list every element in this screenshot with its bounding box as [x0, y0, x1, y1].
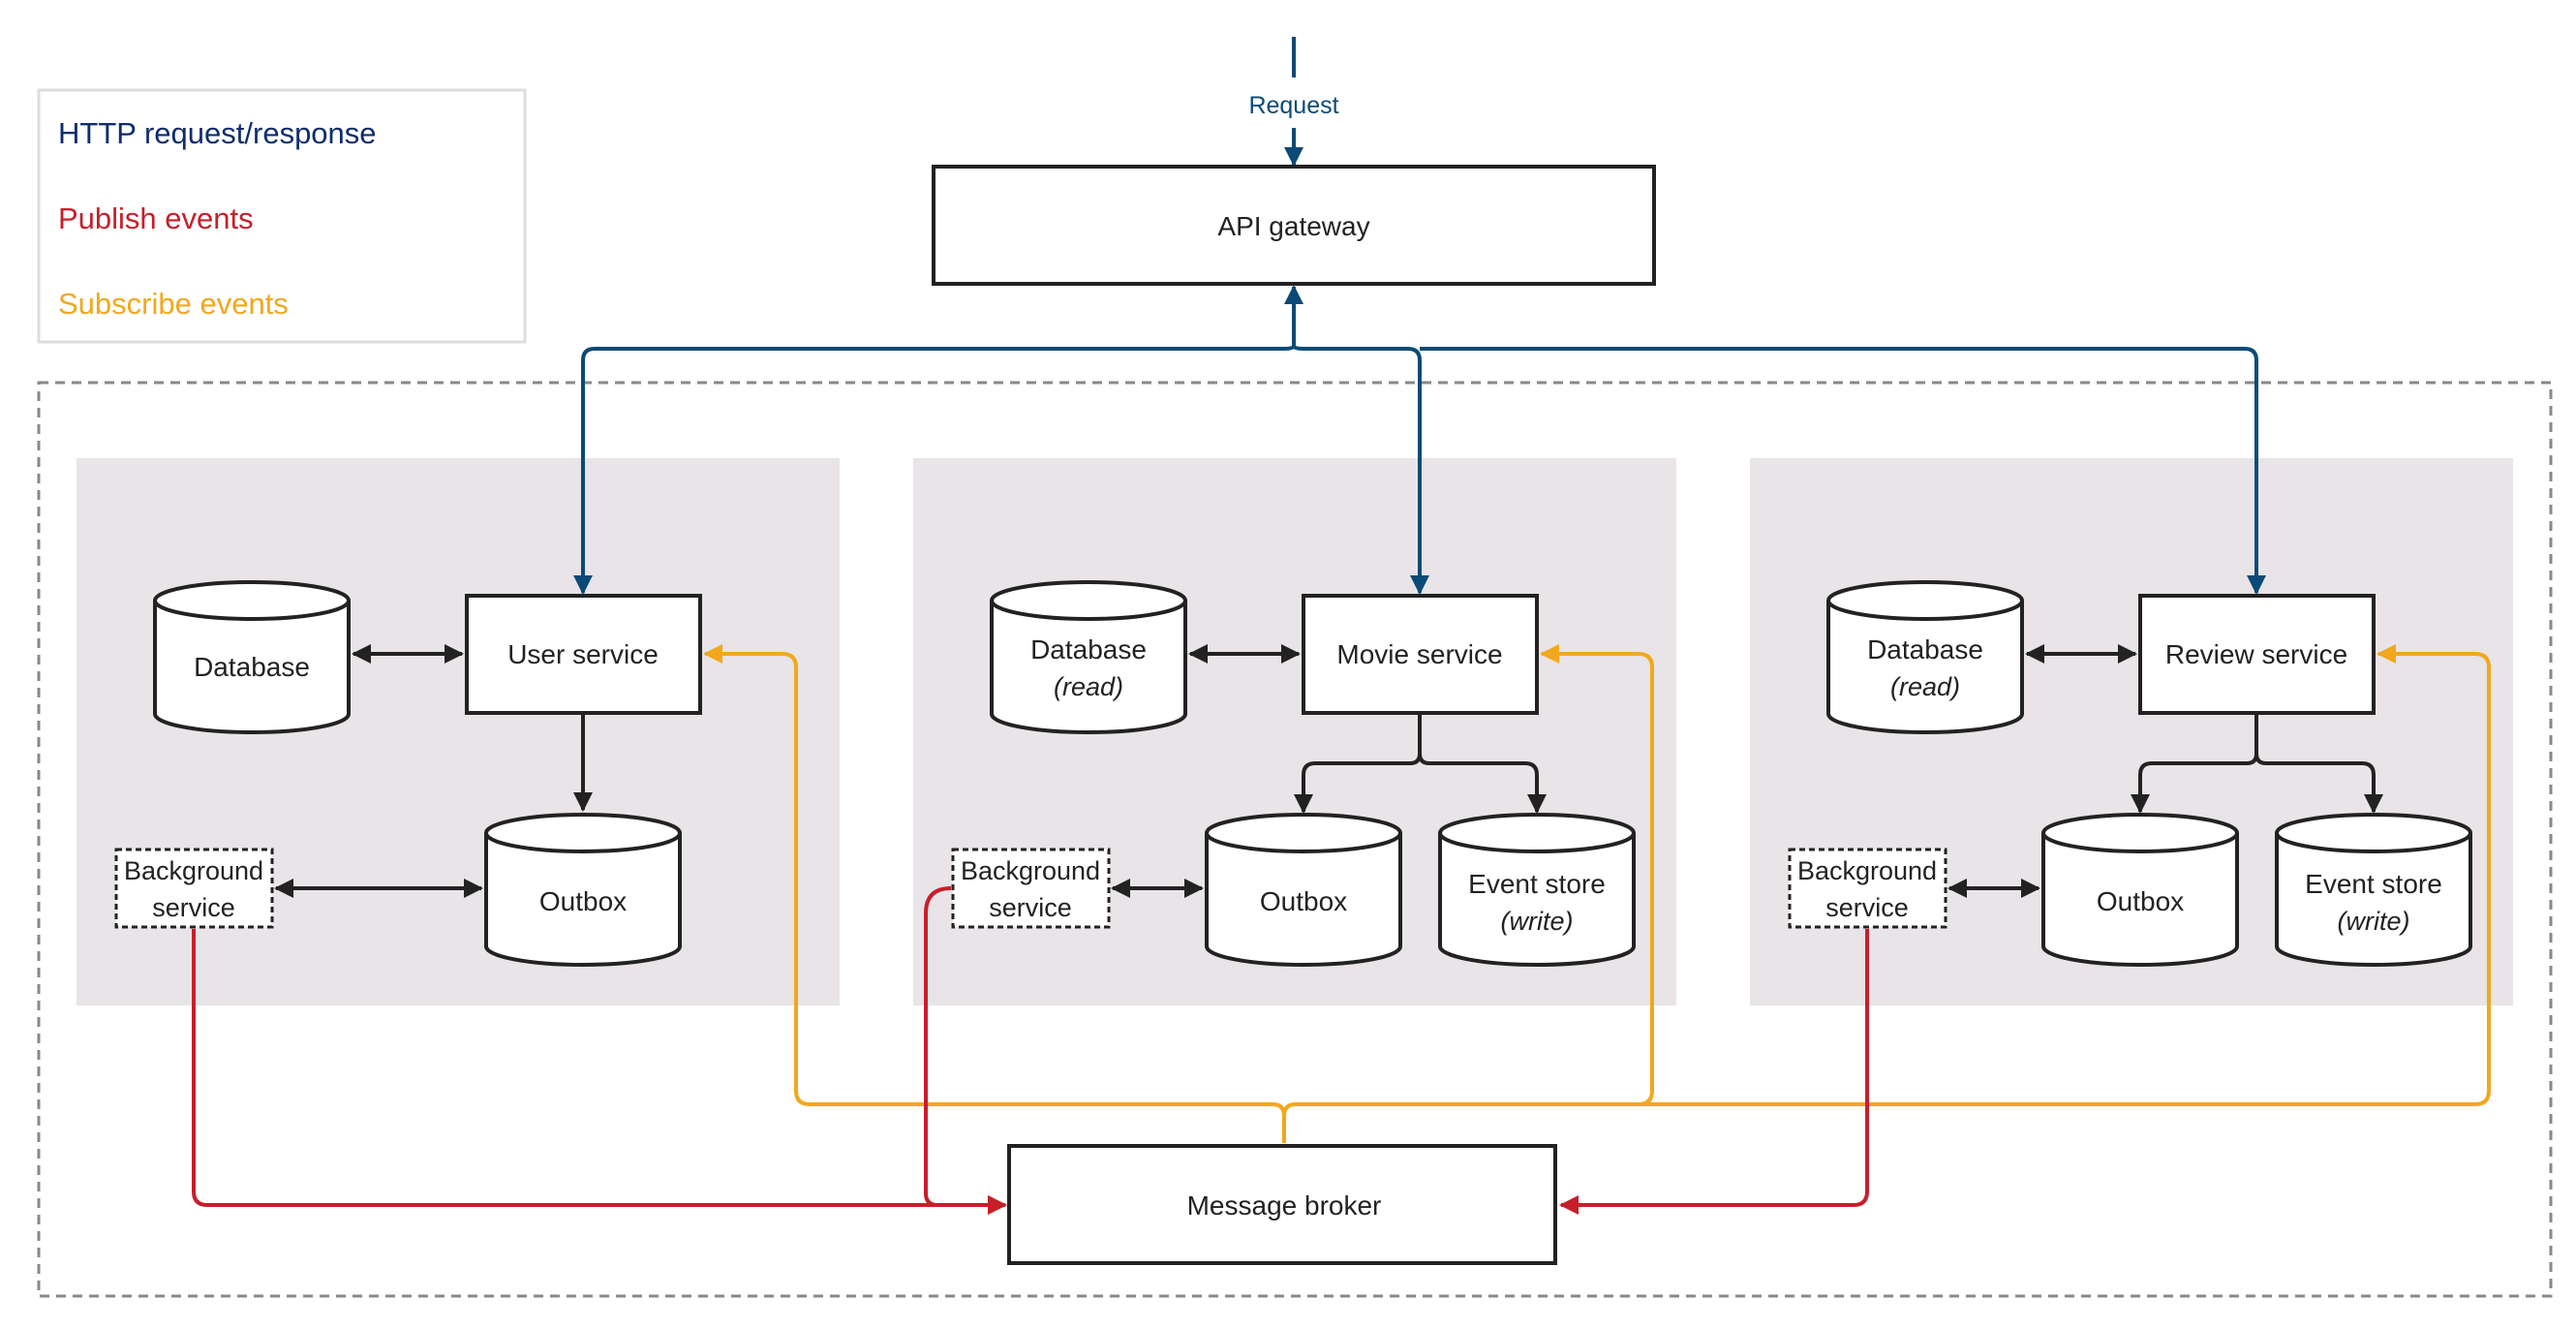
svg-text:(write): (write) [2338, 907, 2410, 936]
subscribe-to-review-service [1296, 644, 2491, 1106]
svg-text:Background: Background [961, 856, 1100, 885]
svg-text:(write): (write) [1501, 907, 1574, 936]
svg-text:service: service [1825, 893, 1909, 922]
review-database: Database (read) [1826, 580, 2024, 734]
subscribe-connections [703, 644, 2491, 1143]
user-outbox: Outbox [484, 813, 682, 967]
movie-event-store: Event store (write) [1438, 813, 1636, 967]
http-connections [573, 285, 2266, 595]
svg-text:(read): (read) [1054, 672, 1123, 701]
user-background-service: Background service [114, 848, 274, 929]
legend-http: HTTP request/response [58, 116, 377, 150]
user-service-box [465, 594, 702, 715]
svg-text:Outbox: Outbox [1260, 886, 1347, 916]
movie-service-box [1302, 594, 1539, 715]
http-to-review-service [1420, 347, 2266, 595]
svg-text:Event store: Event store [2305, 869, 2442, 899]
publish-connections [192, 886, 1869, 1215]
movie-internal-links [1111, 644, 1547, 898]
movie-database: Database (read) [990, 580, 1187, 734]
review-outbox: Outbox [2041, 813, 2239, 967]
svg-text:service: service [989, 893, 1072, 922]
svg-text:Background: Background [1797, 856, 1937, 885]
message-broker-box [1007, 1144, 1557, 1265]
svg-text:Database: Database [194, 652, 310, 682]
svg-text:Outbox: Outbox [2097, 886, 2184, 916]
api-gateway-label: API gateway [1217, 211, 1369, 241]
svg-text:Event store: Event store [1468, 869, 1606, 899]
svg-text:(read): (read) [1890, 672, 1960, 701]
user-database: Database [153, 580, 351, 734]
movie-outbox: Outbox [1205, 813, 1402, 967]
publish-from-movie-background [924, 886, 1007, 1215]
system-boundary [37, 381, 2553, 1298]
subscribe-to-user-service [703, 644, 1286, 1143]
message-broker-label: Message broker [1187, 1190, 1382, 1221]
review-background-service: Background service [1788, 848, 1947, 929]
user-service-label: User service [507, 639, 659, 669]
svg-text:Outbox: Outbox [539, 886, 627, 916]
legend-subscribe: Subscribe events [58, 287, 289, 321]
publish-from-user-background [192, 929, 1007, 1215]
legend: HTTP request/response Publish events Sub… [37, 88, 527, 344]
review-event-store: Event store (write) [2275, 813, 2472, 967]
review-internal-links [1947, 644, 2383, 898]
api-gateway-box [932, 165, 1656, 286]
svg-text:Database: Database [1030, 634, 1147, 664]
legend-publish: Publish events [58, 201, 254, 235]
movie-background-service: Background service [951, 848, 1111, 929]
svg-text:service: service [152, 893, 235, 922]
user-internal-links [274, 644, 593, 898]
subscribe-to-movie-service [1282, 644, 1654, 1117]
publish-from-review-background [1559, 929, 1869, 1215]
http-to-movie-service [1292, 345, 1429, 595]
svg-text:Background: Background [124, 856, 263, 885]
review-service-box [2138, 594, 2376, 715]
legend-box [37, 88, 527, 344]
request-label: Request [1248, 92, 1338, 119]
movie-service-label: Movie service [1336, 639, 1502, 669]
review-service-label: Review service [2165, 639, 2347, 669]
svg-text:Database: Database [1867, 634, 1983, 664]
